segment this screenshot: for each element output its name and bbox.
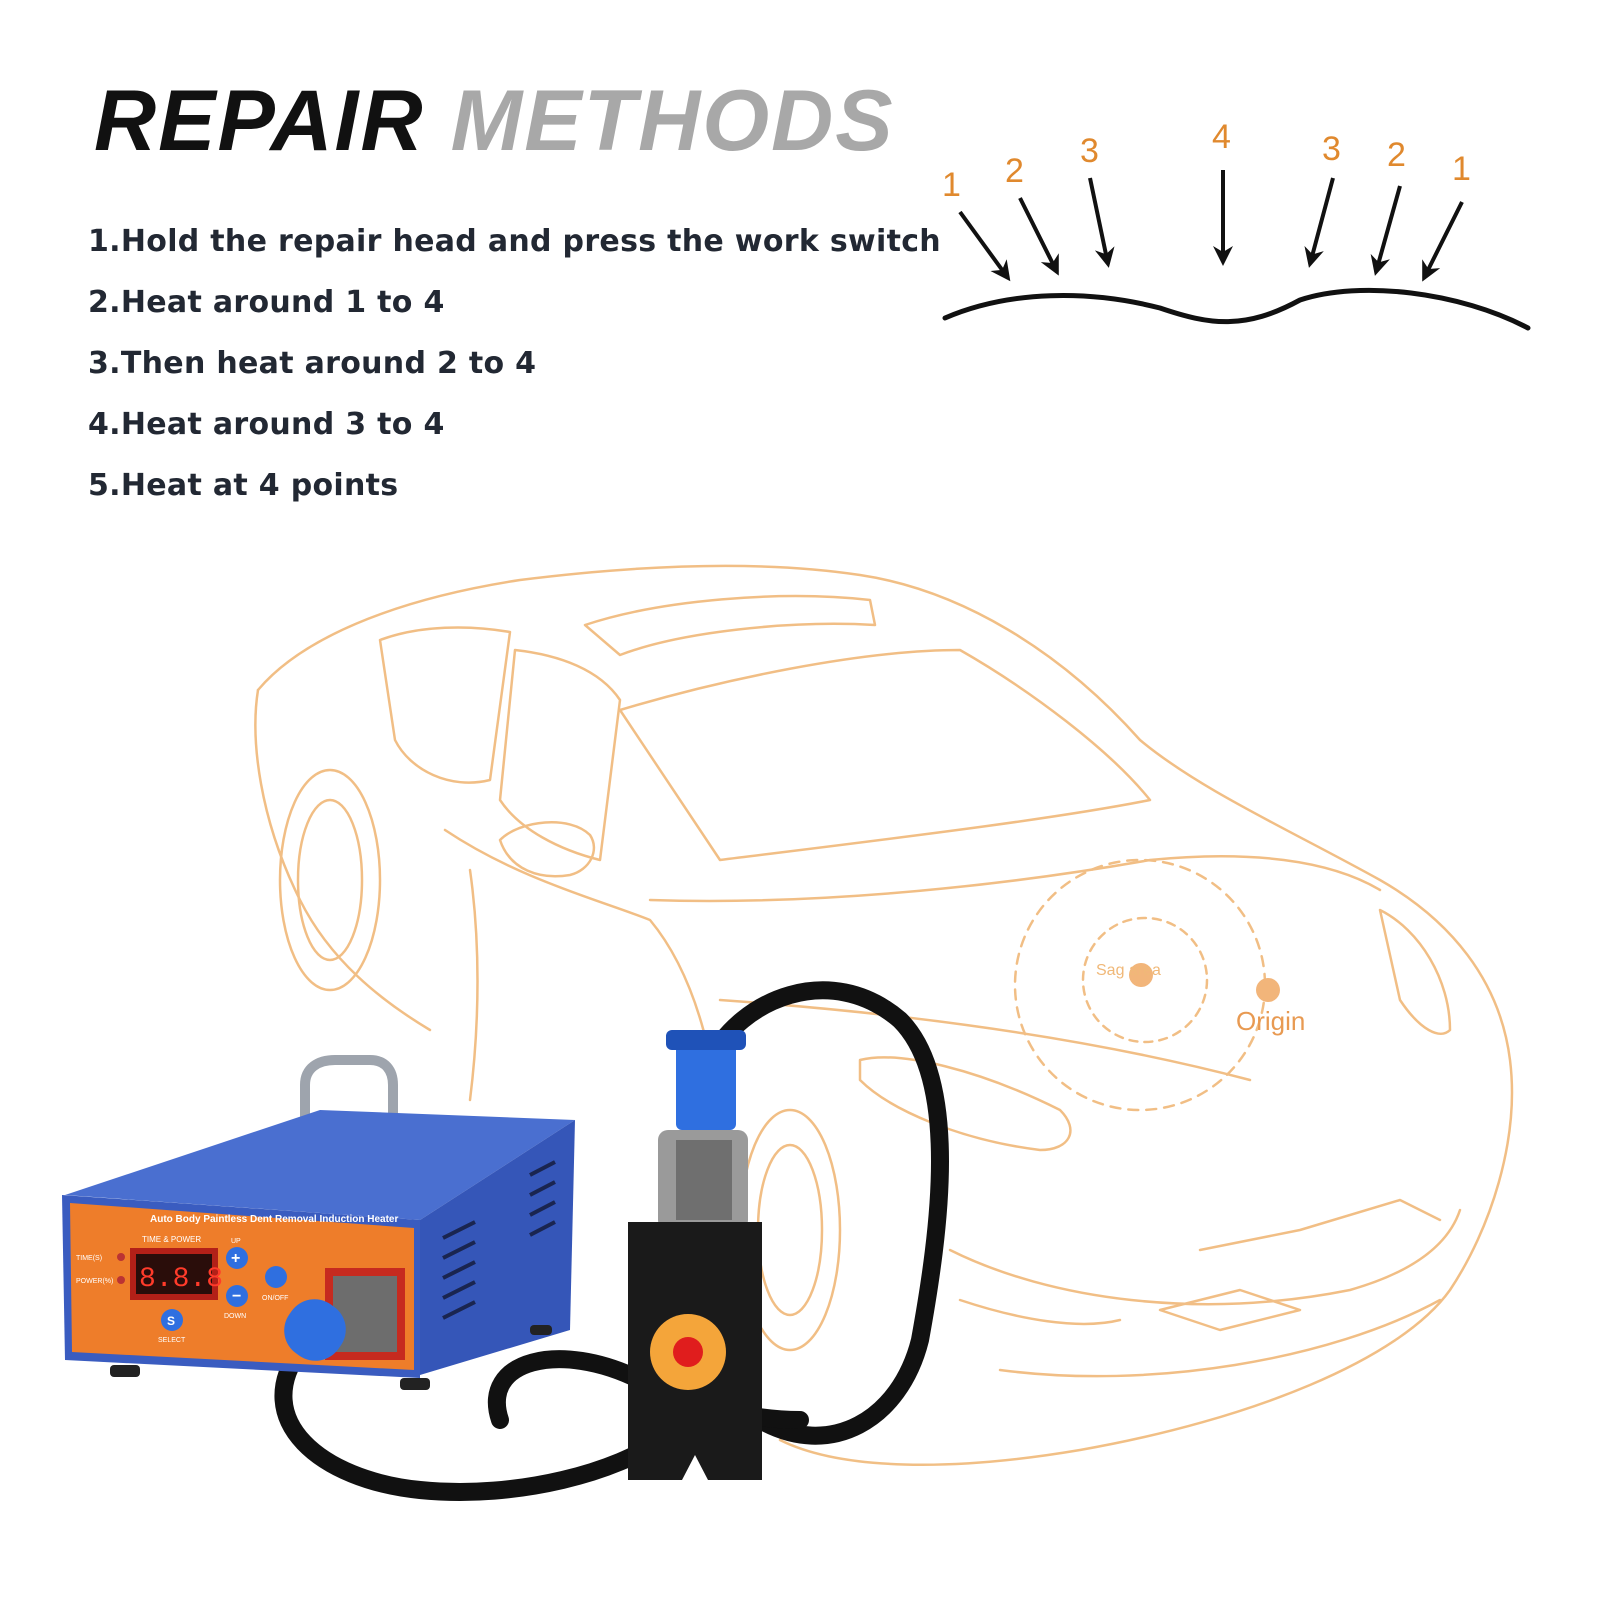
step-item: 2.Heat around 1 to 4 <box>88 285 445 320</box>
heater-main-unit <box>62 1055 575 1390</box>
select-key-glyph: S <box>167 1314 175 1328</box>
arrow-label: 3 <box>1080 132 1099 170</box>
display-readout: 8.8.8 <box>139 1264 223 1295</box>
arrow-label: 2 <box>1005 152 1024 190</box>
arrow-label: 4 <box>1212 118 1231 156</box>
title-word-repair: REPAIR <box>94 73 425 169</box>
heat-arrow-2-left <box>1018 197 1059 276</box>
step-item: 4.Heat around 3 to 4 <box>88 407 445 442</box>
heat-arrow-3-left <box>1088 177 1115 268</box>
panel-surface-curve <box>942 287 1531 331</box>
onoff-label: ON/OFF <box>262 1295 288 1302</box>
up-label: UP <box>231 1238 241 1245</box>
title-word-methods: METHODS <box>450 73 895 169</box>
heat-arrow-2-right <box>1370 185 1402 276</box>
step-item: 1.Hold the repair head and press the wor… <box>88 224 941 259</box>
repair-steps-list: 1.Hold the repair head and press the wor… <box>88 222 941 527</box>
heater-cable <box>274 981 949 1501</box>
origin-label: Origin <box>1236 1006 1305 1036</box>
plus-icon: + <box>231 1250 240 1267</box>
sag-area-marker <box>1129 963 1153 987</box>
arrow-label: 1 <box>942 166 961 204</box>
step-item: 5.Heat at 4 points <box>88 468 399 503</box>
time-label: TIME(S) <box>76 1255 102 1262</box>
heat-arrow-1-left <box>958 210 1011 282</box>
panel-title: Auto Body Paintless Dent Removal Inducti… <box>150 1214 398 1225</box>
step-item: 3.Then heat around 2 to 4 <box>88 346 537 381</box>
arrow-label: 2 <box>1387 136 1406 174</box>
repair-head <box>628 1030 762 1480</box>
select-label: SELECT <box>158 1337 186 1344</box>
sag-area-label: Sag area <box>1096 962 1161 979</box>
heat-arrow-1-right <box>1422 201 1464 282</box>
down-label: DOWN <box>224 1313 246 1320</box>
work-switch-button <box>650 1314 726 1390</box>
heat-arrow-3-right <box>1304 177 1335 268</box>
arrow-label: 1 <box>1452 150 1471 188</box>
power-label: POWER(%) <box>76 1278 113 1285</box>
arrow-label: 3 <box>1322 130 1341 168</box>
origin-marker <box>1256 978 1280 1002</box>
minus-icon: − <box>232 1288 241 1305</box>
display-label: TIME & POWER <box>142 1235 201 1244</box>
